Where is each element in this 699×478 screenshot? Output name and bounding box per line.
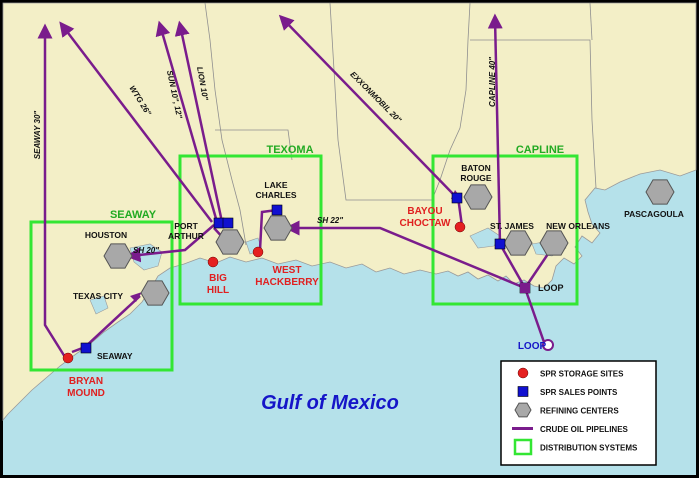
loop-terminal-marker: [520, 283, 530, 293]
refining-center-texas-city: [140, 280, 170, 306]
pipeline-feeder: [498, 243, 527, 289]
sales-point-seaway-terminal: [80, 342, 92, 354]
sales-point-baton-rouge-terminal: [451, 192, 463, 204]
legend-label-refinery: REFINING CENTERS: [540, 407, 619, 416]
sales-point-st-james-terminal: [494, 238, 506, 250]
legend-storage-icon: [517, 367, 529, 379]
pipeline-exxonmobil20: [278, 14, 457, 198]
refining-center-lake-charles: [263, 215, 293, 241]
legend-label-sales: SPR SALES POINTS: [540, 388, 618, 397]
pipeline-sun1012: [155, 20, 219, 223]
storage-site-big-hill: [207, 256, 219, 268]
distribution-label-texoma: TEXOMA: [266, 144, 313, 156]
water-label: Gulf of Mexico: [261, 392, 399, 414]
storage-site-bryan-mound: [62, 352, 74, 364]
distribution-box-capline: [431, 154, 579, 306]
loop-terminal-label: LOOP: [538, 283, 564, 293]
refining-center-new-orleans: [539, 230, 569, 256]
sales-point-lake-charles-terminal: [271, 204, 283, 216]
refining-center-houston: [103, 243, 133, 269]
pipeline-sh20: [125, 224, 215, 263]
legend-label-pipeline: CRUDE OIL PIPELINES: [540, 425, 629, 434]
storage-site-bayou-choctaw: [454, 221, 466, 233]
pipeline-label-capline40: CAPLINE 40": [488, 57, 497, 107]
distribution-box-seaway: [29, 220, 174, 372]
legend-sales-icon: [517, 386, 529, 397]
refining-center-baton-rouge: [463, 184, 493, 210]
refining-center-pascagoula: [645, 179, 675, 205]
storage-site-west-hackberry: [252, 246, 264, 258]
sales-label-seaway-terminal: SEAWAY: [97, 351, 133, 361]
refining-center-port-arthur: [215, 229, 245, 255]
loop-offshore-label: LOOP: [518, 341, 547, 352]
refining-label-texas-city: TEXAS CITY: [73, 291, 123, 301]
state-borders: [204, 2, 597, 246]
pipeline-label-sh20: SH 20": [133, 246, 159, 255]
refining-label-new-orleans: NEW ORLEANS: [546, 221, 610, 231]
legend-label-box: DISTRIBUTION SYSTEMS: [540, 444, 638, 453]
sales-point-port-arthur-terminal-2: [222, 217, 234, 229]
pipeline-sh22: [284, 220, 526, 290]
distribution-label-seaway: SEAWAY: [110, 209, 157, 221]
pipeline-label-seaway30: SEAWAY 30": [33, 111, 42, 160]
legend-box-icon: [513, 438, 533, 456]
pipeline-wtg26: [59, 21, 213, 223]
pipeline-lion10: [174, 20, 224, 223]
legend: SPR STORAGE SITES SPR SALES POINTS REFININ…: [500, 360, 657, 466]
refining-label-st-james: ST. JAMES: [490, 221, 534, 231]
land-mass: [2, 2, 697, 422]
pipeline-feeder: [523, 287, 547, 346]
distribution-box-texoma: [178, 154, 323, 306]
pipeline-capline40: [487, 13, 503, 245]
distribution-label-capline: CAPLINE: [516, 144, 564, 156]
refining-label-houston: HOUSTON: [85, 230, 127, 240]
loop-offshore-buoy: [542, 339, 554, 351]
pipeline-seaway30: [37, 23, 67, 358]
sales-point-port-arthur-terminal: [213, 217, 225, 229]
legend-label-storage: SPR STORAGE SITES: [540, 370, 624, 379]
legend-refinery-icon: [514, 402, 532, 418]
pipeline-label-sh22: SH 22": [317, 216, 343, 225]
refining-label-pascagoula: PASCAGOULA: [624, 209, 684, 219]
pipeline-arrowhead: [130, 292, 142, 302]
